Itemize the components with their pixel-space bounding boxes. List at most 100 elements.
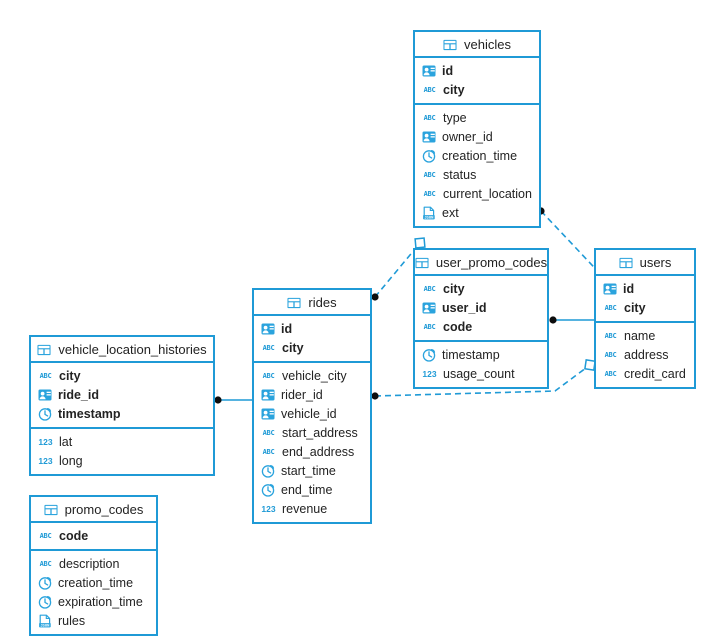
numeric-123-icon: 123 <box>261 503 276 514</box>
column-vehicles-owner_id[interactable]: owner_id <box>415 127 539 146</box>
column-label: current_location <box>443 186 532 201</box>
id-badge-icon <box>261 322 275 336</box>
table-header-vehicles[interactable]: vehicles <box>415 32 539 58</box>
column-label: city <box>59 368 81 383</box>
table-title: vehicles <box>464 36 511 52</box>
column-vehicles-creation_time[interactable]: creation_time <box>415 146 539 165</box>
column-promo_codes-expiration_time[interactable]: expiration_time <box>31 592 156 611</box>
column-label: description <box>59 556 120 571</box>
column-vehicles-id[interactable]: id <box>415 61 539 80</box>
table-header-rides[interactable]: rides <box>254 290 370 316</box>
table-grid-icon <box>287 296 302 309</box>
abc-string-icon: ABC <box>39 531 52 540</box>
column-label: name <box>624 328 656 343</box>
column-user_promo_codes-user_id[interactable]: user_id <box>415 298 547 317</box>
column-vehicles-current_location[interactable]: ABC current_location <box>415 184 539 203</box>
primary-key-section-promo_codes: ABC code <box>31 523 156 551</box>
abc-string-icon: ABC <box>423 189 436 198</box>
id-badge-icon <box>603 282 617 296</box>
column-rides-rider_id[interactable]: rider_id <box>254 385 370 404</box>
column-promo_codes-code[interactable]: ABC code <box>31 526 156 545</box>
column-rides-vehicle_city[interactable]: ABC vehicle_city <box>254 366 370 385</box>
abc-string-icon: ABC <box>604 331 617 340</box>
column-vehicle_location_histories-ride_id[interactable]: ride_id <box>31 385 213 404</box>
relationship-many-marker <box>414 237 426 249</box>
table-header-user_promo_codes[interactable]: user_promo_codes <box>415 250 547 276</box>
column-label: timestamp <box>58 406 121 421</box>
column-rides-id[interactable]: id <box>254 319 370 338</box>
clock-icon <box>38 576 52 590</box>
column-promo_codes-creation_time[interactable]: creation_time <box>31 573 156 592</box>
column-label: user_id <box>442 300 487 315</box>
table-grid-icon <box>415 256 430 269</box>
column-rides-end_time[interactable]: end_time <box>254 480 370 499</box>
column-rides-start_address[interactable]: ABC start_address <box>254 423 370 442</box>
column-label: start_address <box>282 425 358 440</box>
clock-icon <box>38 407 52 421</box>
column-label: id <box>442 63 454 78</box>
column-label: code <box>443 319 473 334</box>
column-user_promo_codes-timestamp[interactable]: timestamp <box>415 345 547 364</box>
column-label: vehicle_city <box>282 368 347 383</box>
rel-vlh-rides <box>214 396 252 404</box>
column-label: rules <box>58 613 86 628</box>
column-promo_codes-rules[interactable]: JSON rules <box>31 611 156 630</box>
id-badge-icon <box>261 388 275 402</box>
table-title: user_promo_codes <box>435 254 548 270</box>
clock-icon <box>38 595 52 609</box>
table-grid-icon <box>619 256 634 269</box>
table-title: vehicle_location_histories <box>58 341 207 357</box>
id-badge-icon <box>422 130 436 144</box>
abc-string-icon: ABC <box>423 113 436 122</box>
table-grid-icon <box>37 343 52 356</box>
table-header-promo_codes[interactable]: promo_codes <box>31 497 156 523</box>
abc-string-icon: ABC <box>262 428 275 437</box>
table-header-users[interactable]: users <box>596 250 694 276</box>
id-badge-icon <box>422 301 436 315</box>
column-vehicle_location_histories-timestamp[interactable]: timestamp <box>31 404 213 423</box>
column-label: rider_id <box>281 387 323 402</box>
column-users-id[interactable]: id <box>596 279 694 298</box>
table-header-vehicle_location_histories[interactable]: vehicle_location_histories <box>31 337 213 363</box>
column-rides-start_time[interactable]: start_time <box>254 461 370 480</box>
numeric-123-icon: 123 <box>422 368 437 379</box>
abc-string-icon: ABC <box>262 371 275 380</box>
column-users-name[interactable]: ABC name <box>596 326 694 345</box>
abc-string-icon: ABC <box>604 303 617 312</box>
column-rides-vehicle_id[interactable]: vehicle_id <box>254 404 370 423</box>
column-label: ext <box>442 205 459 220</box>
column-label: end_address <box>282 444 355 459</box>
column-label: code <box>59 528 89 543</box>
svg-text:JSON: JSON <box>40 623 49 627</box>
